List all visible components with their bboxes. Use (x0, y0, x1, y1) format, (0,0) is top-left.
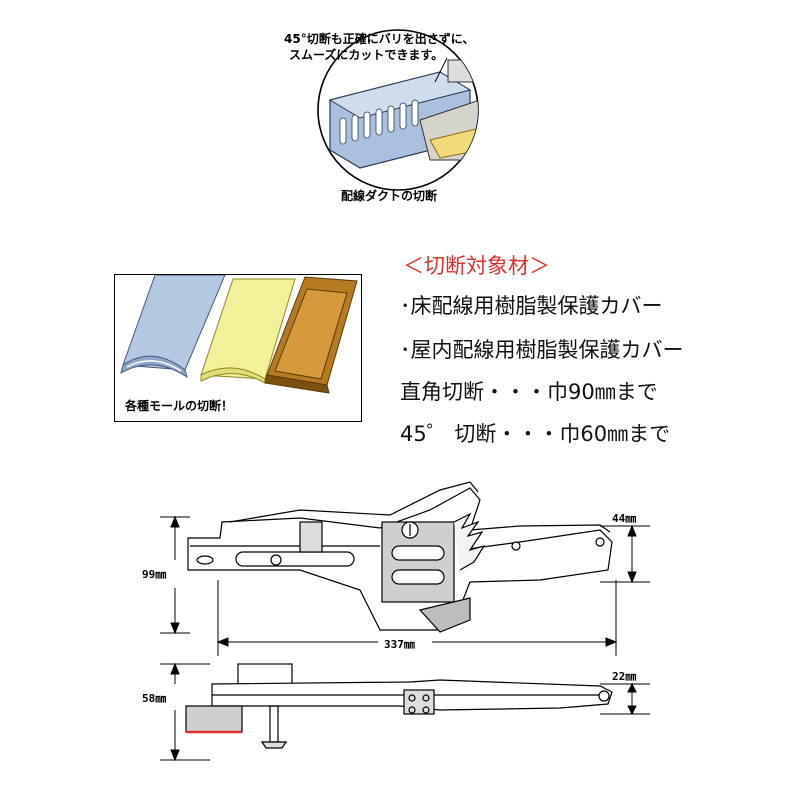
duct-illustration (317, 29, 479, 191)
molding-panel: 各種モールの切断！ (114, 274, 362, 422)
duct-caption-line2: スムーズにカットできます。 (289, 48, 444, 62)
blue-molding (120, 275, 226, 379)
duct-caption-line1: 45°切断も正確にバリを出さずに、 (284, 32, 475, 46)
dim-side-height-label: 58㎜ (142, 692, 167, 705)
dim-height-label: 99㎜ (142, 568, 167, 581)
dim-jaw-label: 44㎜ (612, 512, 637, 525)
molding-label: 各種モールの切断！ (125, 399, 234, 413)
spec-item-indoor-cover: ･屋内配線用樹脂製保護カバー (400, 338, 684, 362)
spec-item-right-angle: 直角切断・・・巾90㎜まで (400, 380, 658, 404)
dim-side-tail-label: 22㎜ (612, 670, 637, 683)
spec-item-floor-cover: ･床配線用樹脂製保護カバー (400, 294, 663, 318)
dim-length-label: 337㎜ (384, 638, 415, 651)
molding-illustration (120, 275, 358, 394)
duct-label: 配線ダクトの切断 (341, 189, 438, 203)
brown-molding (264, 276, 358, 394)
spec-item-45-degree: 45゜ 切断・・・巾60㎜まで (400, 422, 671, 446)
tool-drawing: 99㎜ 337㎜ 44㎜ 58㎜ 22㎜ (0, 470, 800, 800)
tool-outline (160, 481, 650, 762)
duct-callout: 45°切断も正確にバリを出さずに、 スムーズにカットできます。 配線ダクトの切断 (0, 0, 800, 230)
specs-heading: ＜切断対象材＞ (403, 254, 550, 278)
